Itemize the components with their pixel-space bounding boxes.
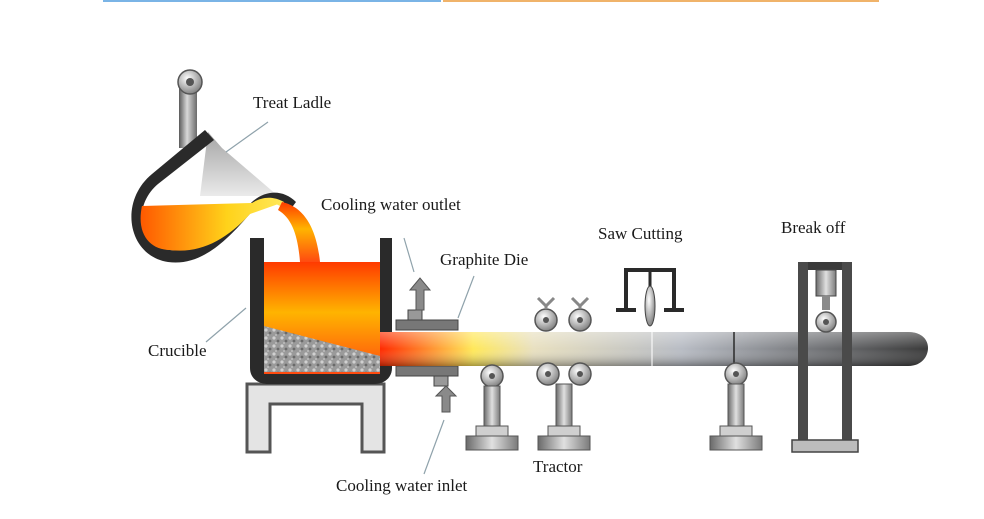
label-saw-cutting: Saw Cutting (598, 224, 683, 243)
saw-cutting-unit (616, 268, 684, 327)
label-graphite-die: Graphite Die (440, 250, 528, 269)
tractor-upper-rollers (534, 296, 592, 332)
label-tractor: Tractor (533, 457, 583, 476)
ladle-hanger (179, 86, 197, 148)
label-crucible: Crucible (148, 341, 207, 360)
graphite-die (395, 309, 459, 387)
ladle-shell (131, 130, 296, 263)
leader-lines (205, 121, 475, 475)
cooling-water-inlet-arrow-icon (434, 385, 458, 413)
label-break-off: Break off (781, 218, 846, 237)
pour-stream (278, 202, 320, 262)
support-stand-1 (465, 364, 519, 451)
cooling-water-outlet-arrow-icon (408, 277, 432, 311)
treat-ladle (131, 69, 320, 263)
top-accent-bar-right (443, 0, 879, 2)
crucible (245, 238, 392, 454)
support-stand-2 (709, 362, 763, 451)
cast-bar (380, 332, 928, 366)
label-cooling-water-outlet: Cooling water outlet (321, 195, 461, 214)
top-accent-bar-left (103, 0, 441, 2)
crucible-gravel (264, 326, 380, 372)
tractor-lower-stand (536, 362, 592, 451)
label-cooling-water-inlet: Cooling water inlet (336, 476, 468, 495)
saw-blade-icon (644, 285, 656, 327)
crucible-stand (245, 382, 386, 454)
label-treat-ladle: Treat Ladle (253, 93, 331, 112)
break-off-unit (791, 262, 859, 453)
